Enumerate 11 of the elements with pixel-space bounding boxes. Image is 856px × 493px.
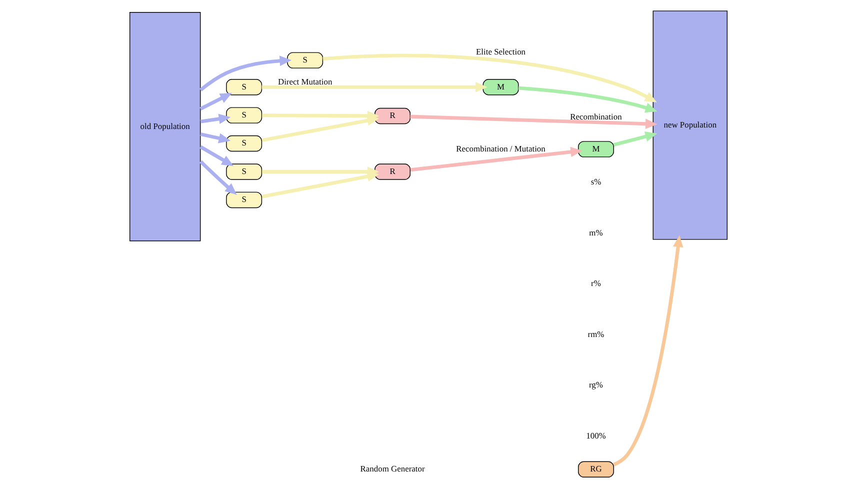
edge-label: Direct Mutation [277, 76, 332, 87]
label: rg% [588, 380, 602, 390]
edge-label: Recombination / Mutation [456, 144, 545, 154]
edge-label: Recombination [570, 111, 622, 122]
label: s% [590, 176, 601, 187]
edge-label: Elite Selection [476, 46, 526, 56]
label: rm% [587, 328, 604, 339]
label: r% [590, 278, 600, 288]
label: 100% [586, 430, 606, 440]
label: Random Generator [360, 464, 424, 474]
label: m% [588, 227, 602, 238]
